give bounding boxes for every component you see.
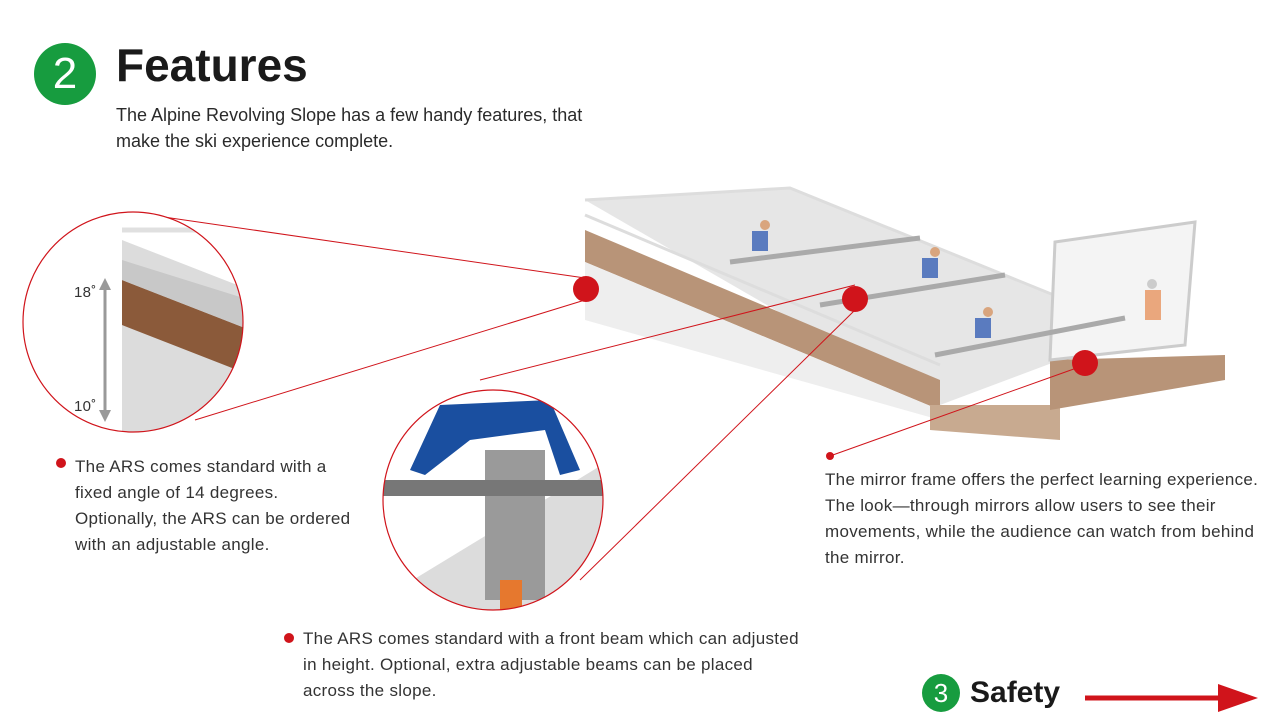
beam-detail-circle: [383, 390, 603, 610]
angle-note: The ARS comes standard with a fixed angl…: [75, 457, 351, 554]
angle-detail-circle: [23, 212, 243, 432]
beam-note: The ARS comes standard with a front beam…: [303, 629, 799, 700]
bullet-icon: [284, 633, 294, 643]
page-subtitle: The Alpine Revolving Slope has a few han…: [116, 105, 583, 151]
page-title: Features: [116, 39, 308, 91]
next-section-label: Safety: [970, 676, 1061, 709]
bullet-icon: [56, 458, 66, 468]
mirror-note: The mirror frame offers the perfect lear…: [825, 470, 1259, 567]
skier-icons: [752, 220, 1161, 338]
hotspot-markers: [573, 276, 1098, 460]
angle-top-label: 18˚: [74, 284, 97, 301]
section-number-badge: 2: [34, 43, 96, 105]
next-section-safety-link[interactable]: 3 Safety: [922, 674, 1060, 712]
section-number-badge: 3: [922, 674, 960, 712]
angle-bottom-label: 10˚: [74, 398, 97, 415]
